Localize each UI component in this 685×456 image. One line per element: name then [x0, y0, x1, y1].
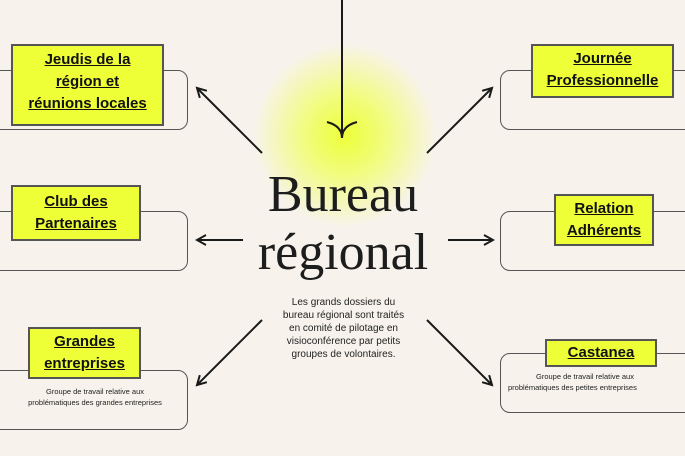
desc-grandes-line2: problématiques des grandes entreprises: [28, 398, 162, 407]
label-castanea: Castanea: [545, 339, 657, 367]
label-jeudis-line2: région et: [55, 73, 120, 90]
desc-castanea-line2: problématiques des petites entreprises: [508, 383, 637, 392]
center-title-line1: Bureau: [267, 166, 419, 223]
label-grandes-line1: Grandes: [54, 333, 115, 350]
label-journee-line1: Journée: [573, 50, 632, 67]
desc-castanea: Groupe de travail relative aux problémat…: [508, 371, 685, 393]
label-journee-line2: Professionnelle: [546, 72, 659, 89]
arrow-to-grandes: [197, 319, 263, 385]
label-castanea-line1: Castanea: [567, 344, 635, 361]
label-journee: Journée Professionnelle: [531, 44, 674, 98]
label-grandes: Grandes entreprises: [28, 327, 141, 379]
label-club-line1: Club des: [44, 193, 108, 210]
label-relation-line1: Relation: [574, 200, 634, 217]
arrow-to-castanea: [426, 319, 492, 385]
label-jeudis-line3: réunions locales: [28, 95, 147, 112]
label-relation: Relation Adhérents: [554, 194, 654, 246]
label-club-line2: Partenaires: [35, 215, 117, 232]
desc-castanea-line1: Groupe de travail relative aux: [536, 372, 634, 381]
label-relation-line2: Adhérents: [566, 222, 642, 239]
center-description: Les grands dossiers du bureau régional s…: [282, 297, 405, 360]
desc-grandes: Groupe de travail relative aux problémat…: [0, 386, 190, 408]
label-jeudis-line1: Jeudis de la: [44, 51, 131, 68]
center-title-line2: régional: [257, 224, 429, 281]
desc-grandes-line1: Groupe de travail relative aux: [46, 387, 144, 396]
label-grandes-line2: entreprises: [44, 355, 125, 372]
arrow-to-journee: [426, 88, 492, 154]
label-club: Club des Partenaires: [11, 185, 141, 241]
center-title: Bureau régional: [218, 166, 468, 282]
label-jeudis: Jeudis de la région et réunions locales: [11, 44, 164, 126]
arrow-to-jeudis: [197, 88, 263, 154]
